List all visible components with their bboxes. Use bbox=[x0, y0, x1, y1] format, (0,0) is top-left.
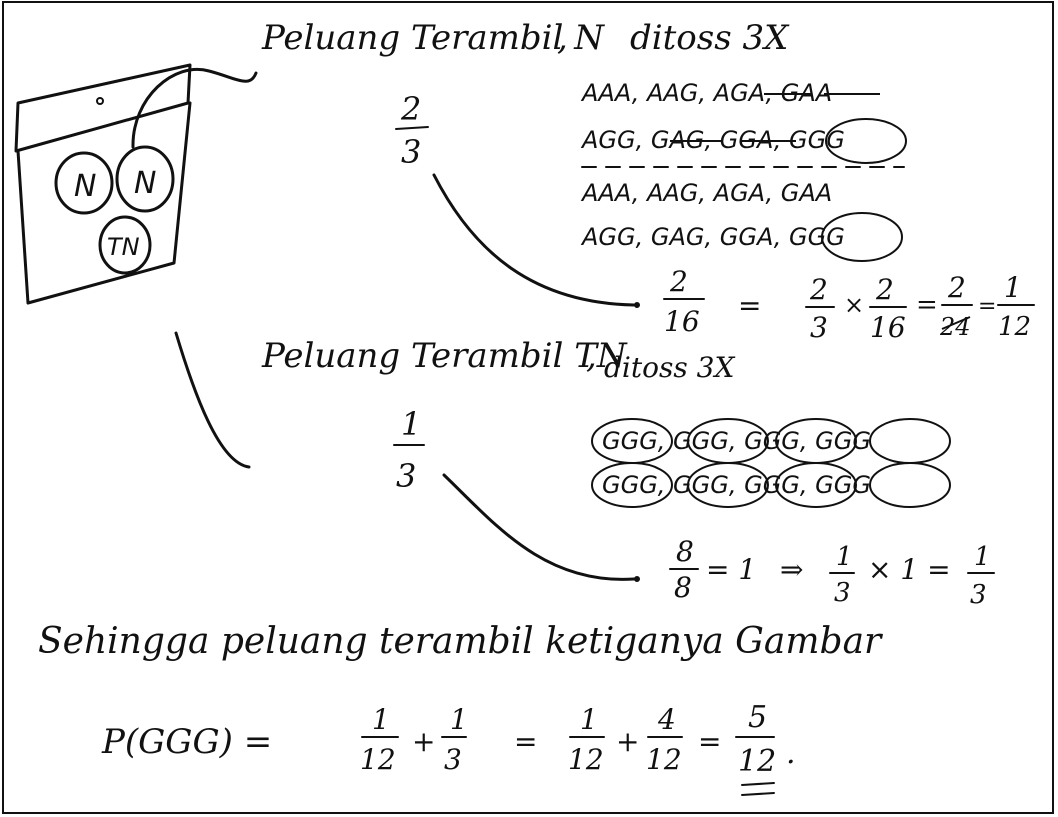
case-tn-f1-num: 1 bbox=[836, 542, 853, 572]
case-tn-arrow bbox=[442, 473, 636, 581]
case-n-outcomes-row-4: AGG, GAG, GGA, GGG bbox=[580, 223, 845, 251]
bag-button bbox=[96, 97, 104, 105]
circle-mark bbox=[687, 462, 769, 508]
double-underline bbox=[741, 782, 775, 786]
case-n-prob-den: 3 bbox=[401, 133, 421, 171]
case-tn-outcomes-row-1: GGG, GGG, GGG, GGG bbox=[602, 427, 871, 455]
case-n-f3-num: 2 bbox=[947, 271, 966, 304]
case-tn-result-num: 8 bbox=[676, 535, 694, 568]
conclusion-e-den: 12 bbox=[738, 744, 776, 779]
case-n-title: Peluang Terambil N bbox=[261, 18, 605, 58]
case-n-toss: ditoss 3X bbox=[630, 18, 790, 58]
bag-flap bbox=[14, 63, 192, 153]
circle-mark bbox=[775, 462, 857, 508]
ball-n-1 bbox=[54, 151, 114, 215]
ball-n-2 bbox=[115, 145, 175, 213]
case-n-eq-2: = bbox=[916, 290, 938, 320]
case-n-outcomes-row-3: AAA, AAG, AGA, GAA bbox=[580, 179, 832, 207]
case-n-section: Peluang Terambil N , ditoss 3X 2 3 AAA, … bbox=[261, 18, 1035, 344]
case-tn-eq-1: = 1 bbox=[706, 553, 756, 586]
case-n-arrow bbox=[432, 173, 636, 307]
case-n-prob-num: 2 bbox=[400, 90, 421, 128]
case-n-eq-3: = bbox=[978, 294, 996, 319]
conclusion-dot: . bbox=[786, 736, 796, 771]
circle-mark bbox=[591, 462, 673, 508]
conclusion-eq-2: = bbox=[698, 725, 721, 758]
conclusion-d-den: 12 bbox=[646, 743, 682, 776]
circle-mark bbox=[869, 418, 951, 464]
case-tn-f1-den: 3 bbox=[834, 578, 851, 608]
conclusion-sentence: Sehingga peluang terambil ketiganya Gamb… bbox=[38, 621, 883, 662]
case-n-f1-num: 2 bbox=[809, 273, 828, 306]
case-n-f2-num: 2 bbox=[875, 273, 894, 306]
case-n-result-den: 16 bbox=[664, 305, 700, 338]
conclusion-b-den: 3 bbox=[444, 743, 462, 776]
case-tn-outcomes-row-2: GGG, GGG, GGG, GGG bbox=[602, 471, 871, 499]
circle-mark bbox=[825, 118, 907, 164]
case-tn-comma: , bbox=[586, 336, 597, 376]
conclusion-b-num: 1 bbox=[450, 703, 468, 736]
case-tn-section: Peluang Terambil TN , ditoss 3X 1 3 GGG,… bbox=[261, 336, 995, 610]
case-n-result-num: 2 bbox=[669, 265, 688, 298]
conclusion-plus-1: + bbox=[412, 725, 435, 758]
case-tn-calculation: 8 8 = 1 ⇒ 1 3 × 1 = 1 3 bbox=[669, 535, 995, 610]
double-underline bbox=[741, 792, 775, 796]
bag-drawing: N N TN bbox=[14, 63, 258, 469]
strike-mark bbox=[941, 316, 971, 330]
case-n-probability: 2 3 bbox=[395, 90, 429, 171]
conclusion-section: Sehingga peluang terambil ketiganya Gamb… bbox=[38, 621, 883, 796]
ball-label-n-1: N bbox=[74, 169, 96, 204]
conclusion-c-num: 1 bbox=[580, 703, 598, 736]
case-tn-prob-den: 3 bbox=[396, 457, 416, 495]
conclusion-eq-1: = bbox=[514, 725, 537, 758]
case-tn-f2-den: 3 bbox=[970, 580, 987, 610]
case-tn-toss: ditoss 3X bbox=[604, 351, 735, 384]
case-tn-times-one: × 1 = bbox=[868, 553, 951, 586]
case-n-times: × bbox=[844, 291, 864, 319]
fraction-bar bbox=[395, 126, 429, 130]
conclusion-a-num: 1 bbox=[372, 703, 390, 736]
case-tn-outcomes: GGG, GGG, GGG, GGG GGG, GGG, GGG, GGG bbox=[591, 418, 951, 508]
bag-body bbox=[16, 101, 192, 305]
conclusion-a-den: 12 bbox=[360, 743, 396, 776]
case-n-f4-num: 1 bbox=[1004, 271, 1022, 304]
case-n-calculation: 2 16 = 2 3 × 2 16 = 2 24 = 1 12 bbox=[663, 265, 1035, 344]
case-n-comma: , bbox=[557, 18, 568, 58]
case-n-f3-den: 24 bbox=[939, 313, 971, 341]
case-n-f2-den: 16 bbox=[870, 311, 906, 344]
conclusion-d-num: 4 bbox=[657, 703, 676, 736]
circle-mark bbox=[869, 462, 951, 508]
ball-label-tn: TN bbox=[107, 233, 140, 261]
connector-tn bbox=[174, 331, 251, 469]
ball-label-n-2: N bbox=[134, 166, 156, 201]
case-n-eq-1: = bbox=[738, 289, 761, 322]
case-tn-probability: 1 3 bbox=[393, 405, 425, 495]
case-n-f4-den: 12 bbox=[998, 312, 1031, 342]
ball-tn bbox=[98, 215, 152, 275]
handwriting-canvas: N N TN Peluang Terambil N , ditoss 3X 2 … bbox=[14, 18, 1035, 796]
conclusion-c-den: 12 bbox=[568, 743, 604, 776]
circle-mark bbox=[821, 212, 903, 262]
conclusion-e-num: 5 bbox=[748, 700, 767, 735]
case-tn-f2-num: 1 bbox=[974, 542, 991, 572]
case-tn-title: Peluang Terambil TN bbox=[261, 336, 628, 376]
case-tn-result-den: 8 bbox=[674, 571, 692, 604]
case-tn-prob-num: 1 bbox=[401, 405, 421, 443]
case-n-outcomes: AAA, AAG, AGA, GAA AGG, GAG, GGA, GGG AA… bbox=[580, 79, 907, 262]
connector-n bbox=[131, 67, 258, 149]
case-n-f1-den: 3 bbox=[810, 311, 828, 344]
conclusion-p-label: P(GGG) = bbox=[101, 722, 272, 762]
case-tn-arrow-symbol: ⇒ bbox=[780, 553, 803, 586]
conclusion-plus-2: + bbox=[616, 725, 639, 758]
arrow-dot bbox=[634, 302, 640, 308]
arrow-dot bbox=[634, 576, 640, 582]
